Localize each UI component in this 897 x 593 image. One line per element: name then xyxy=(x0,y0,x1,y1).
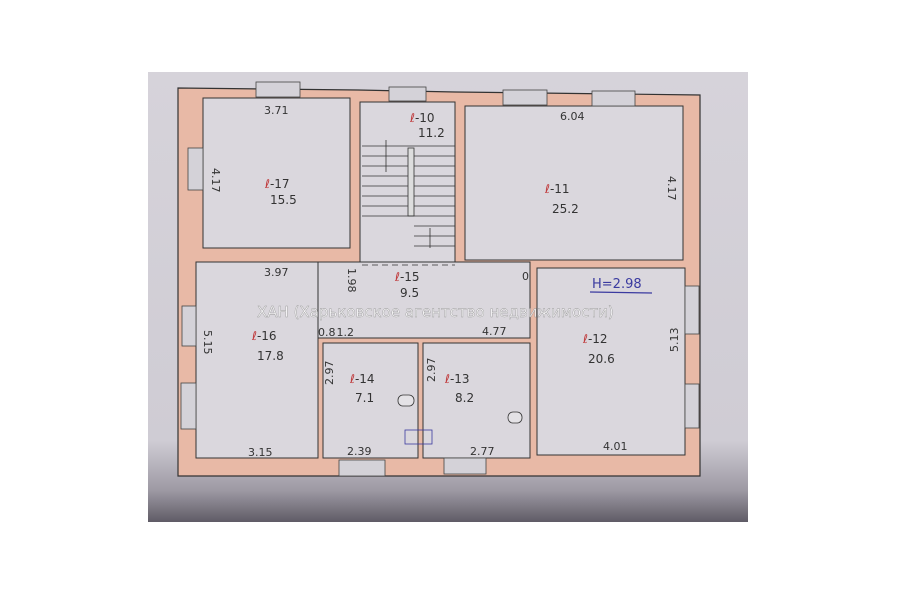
dim-r16-bottom: 3.15 xyxy=(248,446,273,459)
dim-r17-width: 3.71 xyxy=(264,104,289,117)
room-10-area: 11.2 xyxy=(418,126,445,140)
window xyxy=(684,383,700,429)
dim-r15-height-right: 0 xyxy=(522,270,529,283)
dim-r15-height: 1.98 xyxy=(345,268,358,293)
dim-r12-height: 5.13 xyxy=(668,328,681,353)
dim-r13-height: 2.97 xyxy=(425,358,438,383)
watermark: ХАН (Харьковское агентство недвижимости) xyxy=(257,303,614,321)
room-15-area: 9.5 xyxy=(400,286,419,300)
dim-r14-bottom: 2.39 xyxy=(347,445,372,458)
room-17-area: 15.5 xyxy=(270,193,297,207)
dim-r11-width: 6.04 xyxy=(560,110,585,123)
dim-r13-bottom: 2.77 xyxy=(470,445,495,458)
room-13 xyxy=(422,342,531,459)
boiler-icon xyxy=(404,429,433,445)
dim-r16-height: 5.15 xyxy=(201,330,214,355)
dim-r12-bottom: 4.01 xyxy=(603,440,628,453)
room-13-number: ℓ-13 xyxy=(444,372,470,386)
window xyxy=(255,81,301,98)
room-15-corridor xyxy=(317,261,531,339)
room-10-number: ℓ-10 xyxy=(409,111,435,125)
windows xyxy=(180,81,700,477)
dim-r17-height: 4.17 xyxy=(209,168,222,193)
room-17 xyxy=(202,97,351,249)
window xyxy=(388,86,427,102)
room-16-area: 17.8 xyxy=(257,349,284,363)
room-12-area: 20.6 xyxy=(588,352,615,366)
room-11-number: ℓ-11 xyxy=(544,182,570,196)
toilet-icon xyxy=(507,411,523,424)
dim-r14-height: 2.97 xyxy=(323,361,336,386)
window xyxy=(443,457,487,475)
room-14-number: ℓ-14 xyxy=(349,372,375,386)
window xyxy=(338,459,386,477)
dim-r15-width: 4.77 xyxy=(482,325,507,338)
room-13-area: 8.2 xyxy=(455,391,474,405)
dim-r17-bottom: 3.97 xyxy=(264,266,289,279)
window xyxy=(591,90,636,107)
room-11-area: 25.2 xyxy=(552,202,579,216)
room-16 xyxy=(195,261,319,459)
plumbing-fixtures xyxy=(397,394,523,445)
dim-r11-height: 4.17 xyxy=(665,176,678,201)
window xyxy=(181,305,197,347)
window xyxy=(684,285,700,335)
room-17-number: ℓ-17 xyxy=(264,177,290,191)
room-16-number: ℓ-16 xyxy=(251,329,277,343)
ceiling-height-underline xyxy=(589,291,653,294)
room-12 xyxy=(536,267,686,456)
room-10-stairs xyxy=(359,101,456,263)
room-12-number: ℓ-12 xyxy=(582,332,608,346)
room-15-number: ℓ-15 xyxy=(394,270,420,284)
dim-r16-niche: 0.81.2 xyxy=(318,326,354,339)
window xyxy=(187,147,204,191)
room-11 xyxy=(464,105,684,261)
room-14-area: 7.1 xyxy=(355,391,374,405)
window xyxy=(180,382,197,430)
window xyxy=(502,89,548,106)
toilet-icon xyxy=(397,394,415,407)
staircase xyxy=(362,140,455,266)
ceiling-height: H=2.98 xyxy=(592,277,642,292)
